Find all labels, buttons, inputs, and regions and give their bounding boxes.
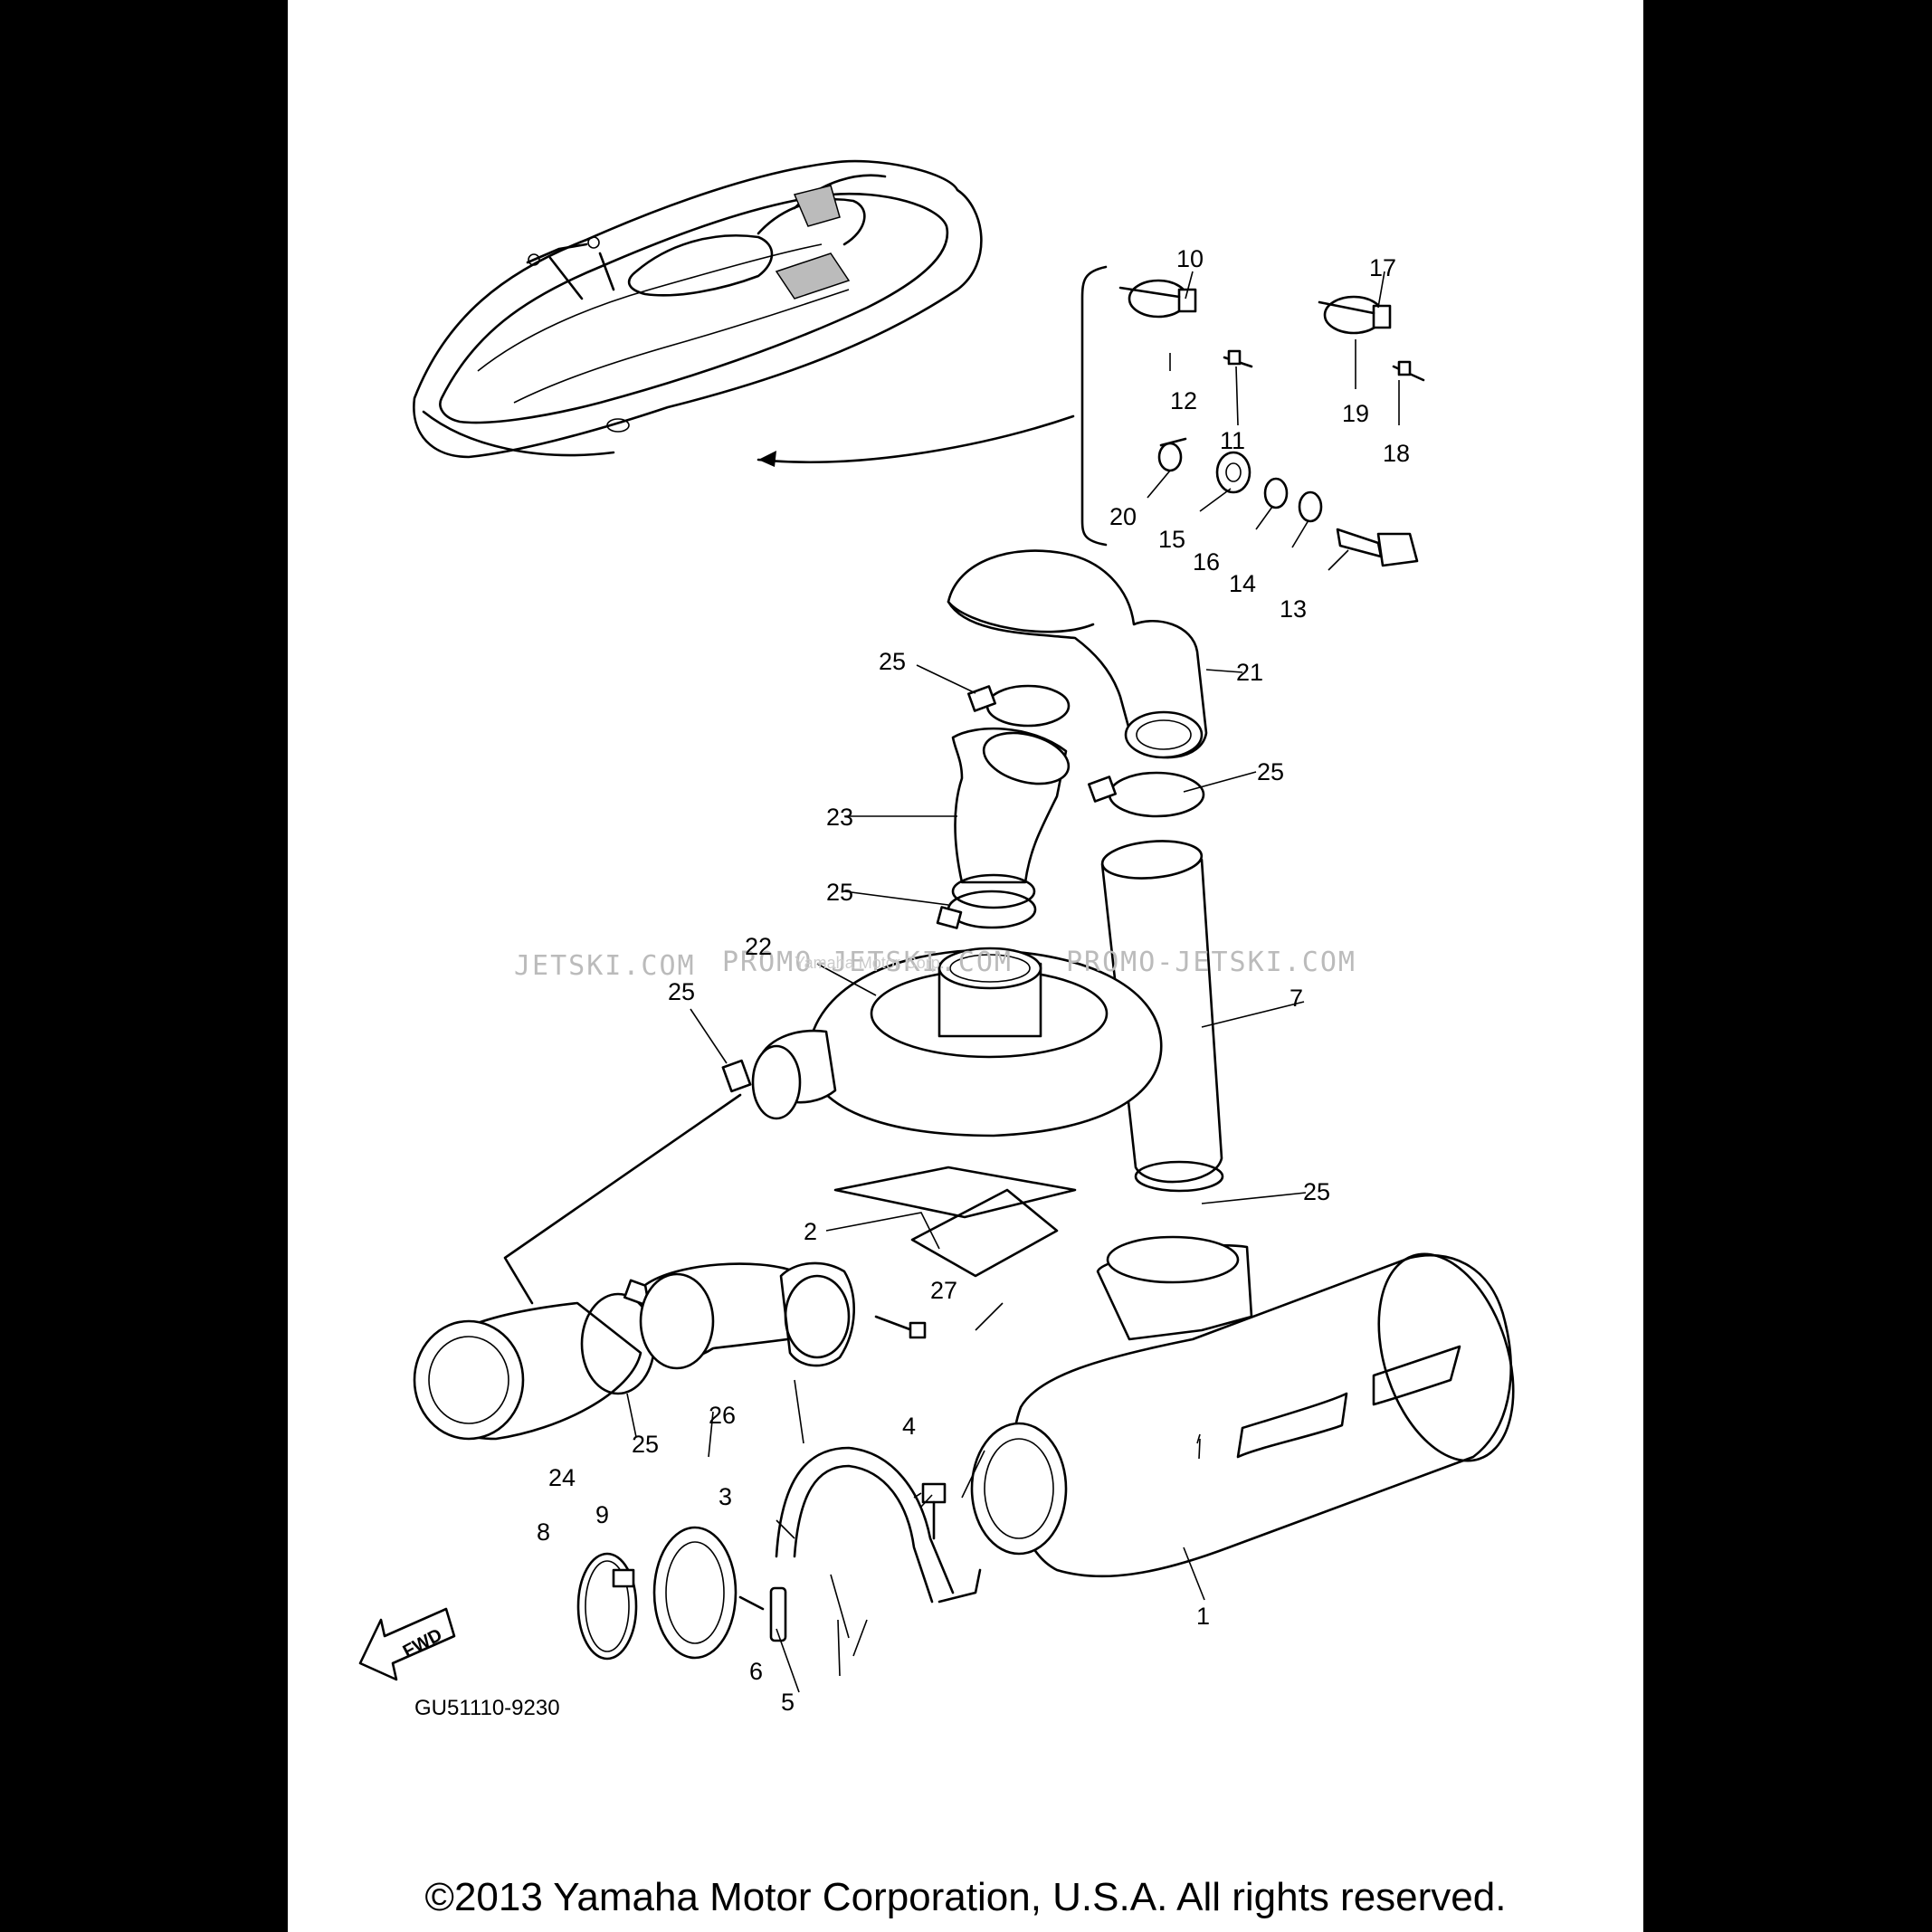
detail-bracket (1080, 265, 1108, 547)
callout-1: 1 (1196, 1603, 1210, 1630)
callout-14: 14 (1229, 570, 1256, 597)
leader-arrow (757, 414, 1075, 464)
callout-6: 6 (749, 1658, 763, 1685)
hose-clamp-8 (576, 1552, 638, 1661)
callout-25-a: 25 (879, 648, 906, 675)
callout-2: 2 (804, 1218, 817, 1245)
watermark-right: PROMO-JETSKI.COM (1066, 947, 1356, 978)
drawing-code: GU51110-9230 (414, 1696, 560, 1720)
callout-26: 26 (709, 1402, 736, 1429)
rivet-6 (738, 1595, 765, 1611)
hose-23 (951, 727, 1071, 909)
callout-25-f: 25 (632, 1431, 659, 1458)
callout-4: 4 (902, 1413, 916, 1440)
hose-clamp-17 (1318, 295, 1392, 335)
callout-20: 20 (1109, 503, 1137, 530)
ring-9 (652, 1526, 738, 1660)
callout-23: 23 (826, 804, 853, 831)
callout-5: 5 (781, 1689, 795, 1716)
fitting-13 (1336, 528, 1419, 567)
watermark-left: JETSKI.COM (514, 950, 696, 982)
callout-25-b: 25 (1257, 758, 1284, 785)
hose-26 (639, 1261, 855, 1370)
copyright-notice: ©2013 Yamaha Motor Corporation, U.S.A. A… (424, 1875, 1507, 1919)
callout-15: 15 (1158, 526, 1185, 553)
callout-24: 24 (548, 1464, 576, 1491)
callout-18: 18 (1383, 440, 1410, 467)
callout-7: 7 (1290, 985, 1303, 1012)
callout-12: 12 (1170, 387, 1197, 414)
hose-clamp-25c (1088, 771, 1205, 818)
exploded-parts-diagram: FWD (358, 159, 1515, 1720)
callout-8: 8 (537, 1518, 550, 1546)
water-lock-22 (721, 947, 1163, 1137)
callout-leaders (626, 271, 1400, 1693)
watermark-center: PROMO-JETSKI.COM (722, 947, 1013, 978)
rivet-18 (1392, 360, 1425, 382)
callout-11: 11 (1220, 427, 1245, 454)
bolt-4 (921, 1482, 947, 1540)
callout-10: 10 (1176, 245, 1204, 272)
callout-25-d: 25 (668, 978, 695, 1005)
washer-16 (1263, 477, 1289, 509)
callout-25-e: 25 (1303, 1178, 1330, 1205)
gasket-2 (833, 1166, 1077, 1278)
clip-20 (1157, 437, 1187, 472)
watermark: JETSKI.COM PROMO-JETSKI.COM Yamaha Motor… (514, 947, 1356, 982)
callout-27: 27 (930, 1277, 957, 1304)
callout-25-c: 25 (826, 879, 853, 906)
callout-13: 13 (1280, 595, 1307, 623)
hose-elbow-21 (947, 549, 1208, 759)
callout-3: 3 (719, 1483, 732, 1510)
callout-19: 19 (1342, 400, 1369, 427)
rivet-11 (1223, 349, 1253, 368)
hose-clamp-25b (936, 890, 1037, 929)
muffler-1 (970, 1235, 1515, 1578)
watermark-faint: Yamaha Motor Corp. (795, 954, 945, 972)
outlet-pipe-24 (413, 1301, 642, 1441)
callout-16: 16 (1193, 548, 1220, 576)
strap-3 (775, 1446, 982, 1604)
callout-21: 21 (1236, 659, 1263, 686)
forward-arrow-icon: FWD (358, 1607, 456, 1681)
callout-9: 9 (595, 1501, 609, 1528)
callout-17: 17 (1369, 254, 1396, 281)
hose-clamp-10 (1118, 279, 1197, 319)
callout-22: 22 (745, 933, 772, 960)
leader-line-24 (503, 1093, 742, 1305)
bracket-5 (769, 1586, 787, 1642)
washer-14 (1298, 490, 1323, 523)
nut-15 (1215, 451, 1252, 494)
diagram-sheet: FWD (288, 0, 1643, 1932)
bolt-27 (874, 1315, 927, 1339)
watercraft-overview (413, 159, 983, 459)
hose-clamp-25a (967, 684, 1071, 728)
callout-labels: 1 2 3 4 5 6 7 8 9 10 11 12 13 14 15 16 1… (537, 245, 1410, 1716)
